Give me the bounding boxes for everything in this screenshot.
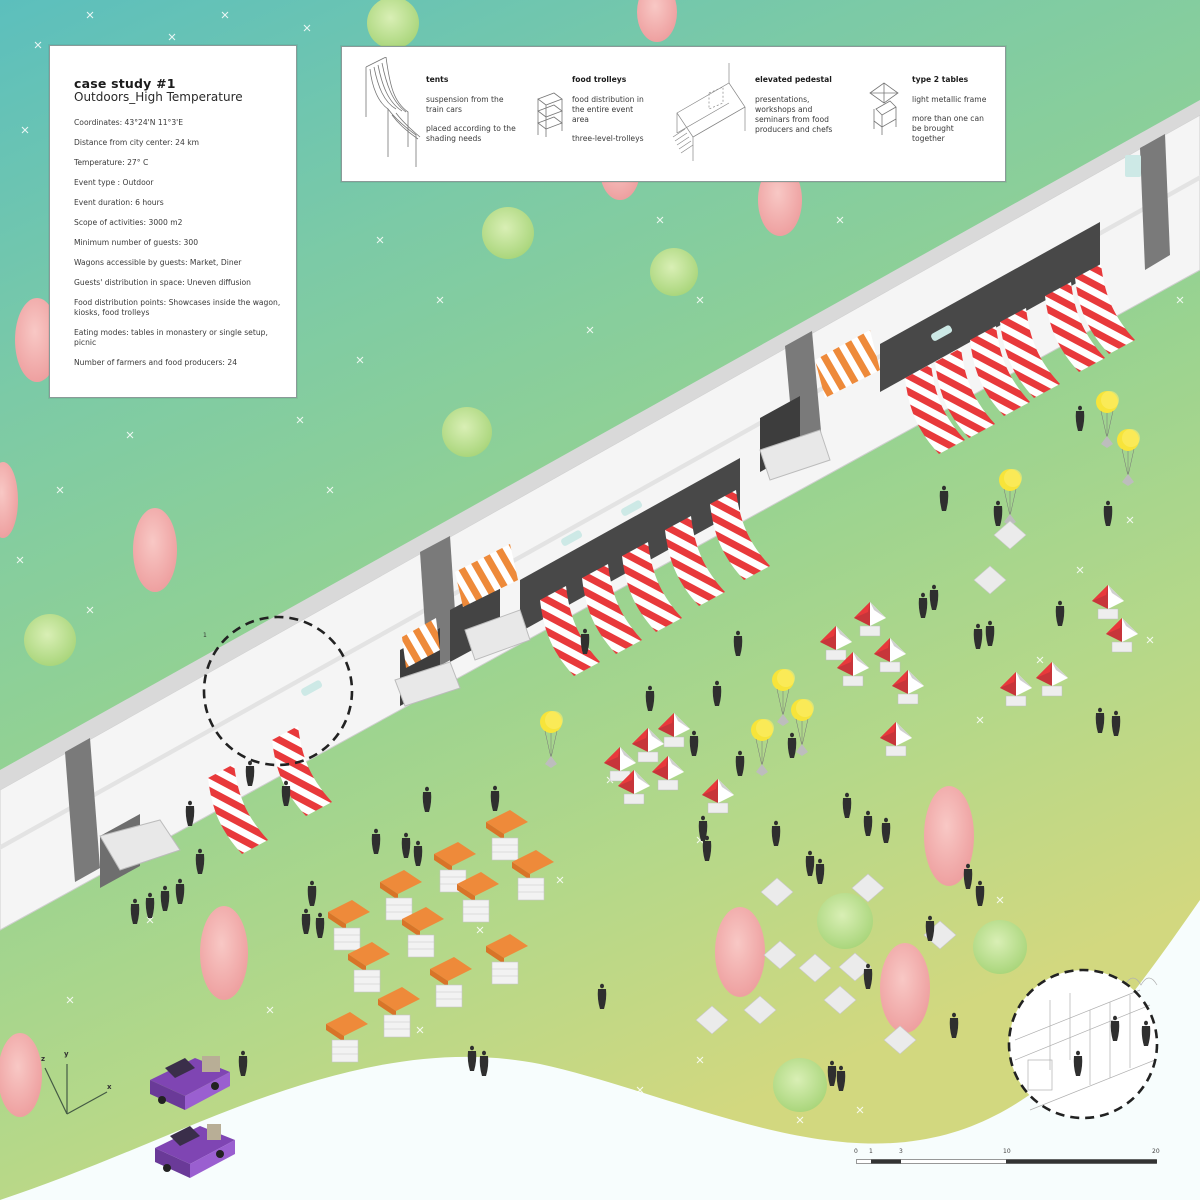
case-study-title: case study #1 [74,76,176,91]
fact-eating-modes: Eating modes: tables in monastery or sin… [74,328,268,347]
fact-event-duration: Event duration: 6 hours [74,198,164,207]
fact-distribution: Guests' distribution in space: Uneven di… [74,278,251,287]
scale-tick: 0 [854,1148,858,1155]
axis-x-label: x [107,1083,112,1091]
fact-distance: Distance from city center: 24 km [74,138,200,147]
legend-item-type2-tables: type 2 tables light metallic frame more … [862,47,1002,181]
scale-tick: 20 [1152,1148,1160,1155]
fact-temperature: Temperature: 27° C [74,158,149,167]
legend-item-elevated-pedestal: elevated pedestal presentations, worksho… [667,47,857,181]
legend-label: tents [426,75,449,84]
legend-desc: placed according to the shading needs [426,124,516,143]
fact-coordinates: Coordinates: 43°24'N 11°3'E [74,118,184,127]
orange-awnings [402,330,880,668]
legend-label: food trolleys [572,75,627,84]
detail-callout-1 [202,615,354,767]
detail-callout-2 [1007,968,1159,1120]
axis-y-label: y [64,1050,69,1058]
trees [0,0,1027,1117]
legend-item-tents: tents suspension from the train cars pla… [342,47,552,181]
legend-label: type 2 tables [912,75,969,84]
legend-desc: presentations, workshops and seminars fr… [755,95,833,134]
tent-icon [365,57,421,167]
legend-desc: suspension from the train cars [426,95,504,114]
scale-tick: 3 [899,1148,903,1155]
elevated-pedestals [99,429,831,871]
fact-producers: Number of farmers and food producers: 24 [74,358,238,367]
elevated-pedestal-icon [672,63,746,161]
axis-indicator: y z x [40,1048,120,1118]
scale-tick: 1 [869,1148,873,1155]
pickup-trucks [150,1056,235,1178]
legend-desc: three-level-trolleys [572,134,644,143]
case-study-facts: Coordinates: 43°24'N 11°3'E Distance fro… [74,118,286,378]
legend-desc: light metallic frame [912,95,987,104]
legend-desc: food distribution in the entire event ar… [572,95,644,124]
scale-tick: 10 [1003,1148,1011,1155]
case-study-subtitle: Outdoors_High Temperature [74,90,243,104]
axis-z-label: z [41,1055,46,1063]
legend-label: elevated pedestal [755,75,832,84]
detail-callout-number: 1 [203,632,207,639]
legend-item-food-trolleys: food trolleys food distribution in the e… [532,47,662,181]
legend-panel: tents suspension from the train cars pla… [341,46,1006,182]
table-type2-icon [869,82,899,135]
train [0,100,1200,931]
legend-desc: more than one can be brought together [912,114,984,143]
fact-wagons: Wagons accessible by guests: Market, Din… [74,258,242,267]
fact-min-guests: Minimum number of guests: 300 [74,238,199,247]
scale-bar: 0 1 3 10 20 [854,1148,1160,1168]
case-study-info-panel: case study #1 Outdoors_High Temperature … [49,45,297,398]
fact-food-points: Food distribution points: Showcases insi… [74,298,281,317]
fact-event-type: Event type : Outdoor [74,178,154,187]
fact-scope: Scope of activities: 3000 m2 [74,218,183,227]
food-trolley-icon [537,92,563,137]
